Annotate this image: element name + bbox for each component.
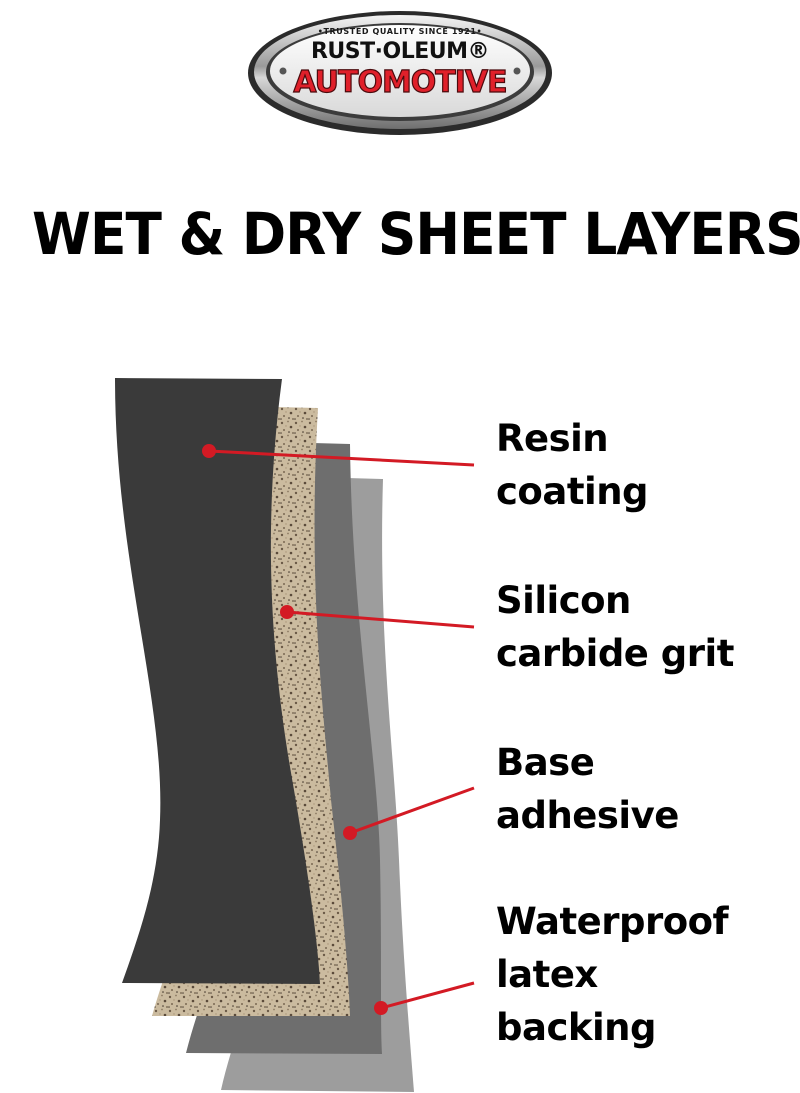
page-title: WET & DRY SHEET LAYERS — [32, 200, 800, 268]
label-silicon-carbide-grit: Silicon carbide grit — [496, 574, 734, 680]
label-line: Silicon — [496, 579, 631, 622]
logo-tagline: •TRUSTED QUALITY SINCE 1921• — [317, 27, 483, 36]
callout-resin — [202, 444, 475, 467]
label-line: Waterproof — [496, 900, 729, 943]
label-line: latex — [496, 953, 598, 996]
label-line: adhesive — [496, 794, 679, 837]
label-line: carbide grit — [496, 632, 734, 675]
callout-adhesive — [343, 786, 475, 840]
label-line: Base — [496, 741, 595, 784]
label-line: coating — [496, 470, 649, 513]
logo-brand: RUST·OLEUM® — [310, 39, 490, 64]
label-resin-coating: Resin coating — [496, 412, 649, 518]
layer-resin-coating — [115, 378, 320, 984]
callout-grit — [280, 605, 475, 629]
callout-backing — [374, 981, 475, 1015]
label-line: backing — [496, 1006, 657, 1049]
label-waterproof-latex-backing: Waterproof latex backing — [496, 895, 729, 1054]
logo-automotive: AUTOMOTIVE — [293, 64, 509, 100]
label-line: Resin — [496, 417, 609, 460]
logo-badge-shape — [248, 11, 552, 135]
label-base-adhesive: Base adhesive — [496, 736, 679, 842]
rustoleum-automotive-logo: •TRUSTED QUALITY SINCE 1921• RUST·OLEUM®… — [245, 5, 555, 145]
